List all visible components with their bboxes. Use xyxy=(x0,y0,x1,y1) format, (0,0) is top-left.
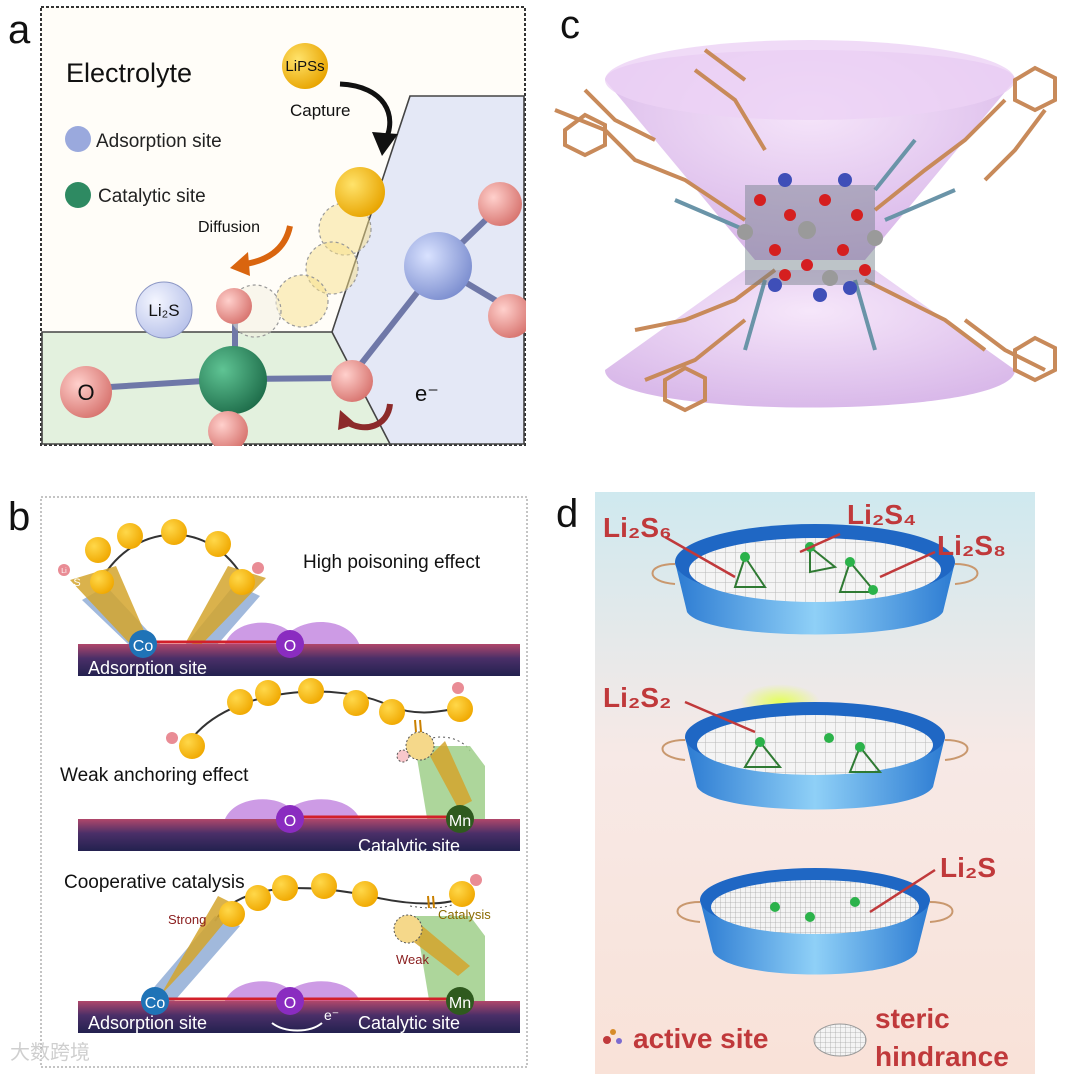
row3-strong-label: Strong xyxy=(168,912,206,927)
ligand-framework xyxy=(554,48,1047,382)
panel-letter-b: b xyxy=(8,495,31,539)
ligand-framework-blue xyxy=(674,138,956,351)
legend-active-site-label: active site xyxy=(633,1023,768,1054)
electron-label: e⁻ xyxy=(415,381,439,406)
sieve-bottom xyxy=(676,868,954,975)
watermark: 大数跨境 xyxy=(10,1040,90,1064)
legend-active-site-dots xyxy=(603,1029,622,1044)
lipss-atom-adsorbed xyxy=(335,167,385,217)
panel-a-diagram: Electrolyte LiPSs Capture Adsorption sit… xyxy=(40,6,526,446)
oxygen-atom-bridge xyxy=(331,360,373,402)
row3-mn-label: Mn xyxy=(449,995,471,1012)
row3-weak-label: Weak xyxy=(396,952,429,967)
oxygen-atom-right-mid xyxy=(488,294,526,338)
oxygen-label: O xyxy=(77,380,94,405)
legend-catalytic-label: Catalytic site xyxy=(98,186,206,207)
li2s-atom xyxy=(135,281,193,339)
legend-steric-label-2: hindrance xyxy=(875,1041,1009,1072)
legend-adsorption-dot xyxy=(65,126,91,152)
capture-arrowhead xyxy=(372,132,398,156)
row1-li-label: Li xyxy=(61,568,67,575)
panel-b-diagram: High poisoning effect Li S Co O Adsorpti… xyxy=(40,496,528,1068)
row3-electron-label: e⁻ xyxy=(324,1007,339,1023)
li2s-label: Li₂S xyxy=(148,301,179,320)
label-li2s8: Li₂S₈ xyxy=(937,530,1006,561)
row3-bar-right-label: Catalytic site xyxy=(358,1013,460,1033)
panel-letter-d: d xyxy=(556,492,579,536)
row2-o-label: O xyxy=(284,813,296,830)
row1-co-label: Co xyxy=(133,638,154,655)
diffusion-arrowhead xyxy=(230,252,250,276)
capture-label: Capture xyxy=(290,101,350,120)
diffusion-label: Diffusion xyxy=(198,219,260,236)
panel-letter-a: a xyxy=(8,8,31,52)
upper-cone-rim xyxy=(605,40,1015,120)
panel-d-sieve-illustration: Li₂S₆ Li₂S₄ Li₂S₈ Li₂S₂ Li₂S active site… xyxy=(595,492,1035,1074)
row1-s-label: S xyxy=(73,577,80,589)
label-li2s: Li₂S xyxy=(940,852,996,883)
row3-catalysis-label: Catalysis xyxy=(438,907,491,922)
row1-high-poisoning xyxy=(58,519,520,676)
label-li2s2: Li₂S₂ xyxy=(603,682,671,713)
adsorption-atom xyxy=(404,232,472,300)
electron-arrowhead xyxy=(338,410,356,430)
row3-o-label: O xyxy=(284,995,296,1012)
legend-steric-label-1: steric xyxy=(875,1003,950,1034)
row3-title: Cooperative catalysis xyxy=(64,872,245,893)
panel-letter-c: c xyxy=(560,3,580,47)
sieve-top xyxy=(651,524,979,635)
catalytic-atom xyxy=(199,346,267,414)
label-li2s6: Li₂S₆ xyxy=(603,512,672,543)
panel-c-molecular-structure xyxy=(554,40,1057,413)
sieve-middle xyxy=(661,684,969,810)
row3-cooperative-catalysis xyxy=(78,873,520,1033)
diffusion-arrow xyxy=(244,225,293,267)
label-li2s4: Li₂S₄ xyxy=(847,499,916,530)
row2-weak-anchoring xyxy=(78,678,520,851)
row3-bar-left-label: Adsorption site xyxy=(88,1013,207,1033)
diffusion-trail xyxy=(228,202,372,338)
oxygen-atom-upper xyxy=(216,288,252,324)
metal-oxo-core xyxy=(737,173,883,302)
oxygen-atom-right-top xyxy=(478,182,522,226)
row1-bar-label: Adsorption site xyxy=(88,658,207,678)
oxygen-atom-lower xyxy=(208,411,248,446)
row2-mn-label: Mn xyxy=(449,813,471,830)
row3-co-label: Co xyxy=(145,995,166,1012)
legend-steric-hindrance-mesh xyxy=(813,1023,867,1057)
label-arrows xyxy=(664,532,936,914)
capture-arrow xyxy=(339,81,393,143)
oxygen-atom-left xyxy=(60,366,112,418)
row1-o-label: O xyxy=(284,638,296,655)
row2-bar-label: Catalytic site xyxy=(358,836,460,856)
lipss-molecule-top xyxy=(282,43,328,89)
lipss-label: LiPSs xyxy=(285,58,324,75)
row1-title: High poisoning effect xyxy=(303,552,481,573)
phenyl-rings xyxy=(563,65,1057,413)
electrolyte-label: Electrolyte xyxy=(66,58,192,88)
row2-title: Weak anchoring effect xyxy=(60,765,249,786)
legend-adsorption-label: Adsorption site xyxy=(96,131,222,152)
legend-catalytic-dot xyxy=(65,182,91,208)
